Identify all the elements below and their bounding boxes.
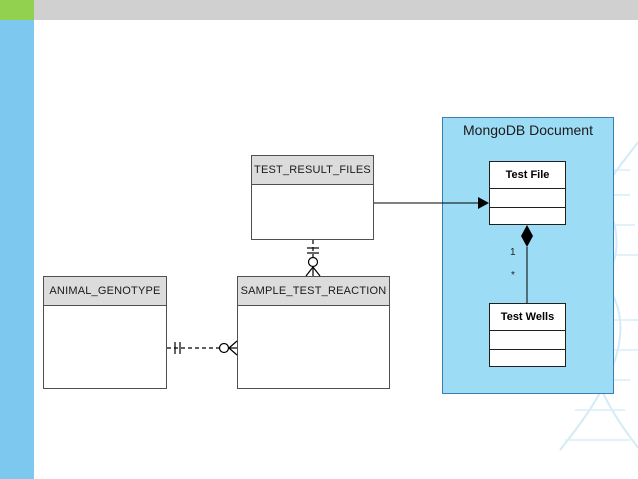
- composition-connector: [521, 225, 533, 303]
- arrow-connector: [374, 197, 489, 209]
- doc-field-row: [490, 189, 565, 208]
- entity-animal-genotype[interactable]: ANIMAL_GENOTYPE: [43, 276, 167, 389]
- relationship-files-reaction: [305, 240, 321, 277]
- mongodb-document-title: MongoDB Document: [463, 122, 593, 138]
- multiplicity-one: 1: [510, 247, 516, 258]
- entity-test-result-files[interactable]: TEST_RESULT_FILES: [251, 155, 374, 240]
- entity-title: TEST_RESULT_FILES: [252, 156, 373, 185]
- entity-title: ANIMAL_GENOTYPE: [44, 277, 166, 306]
- doc-test-wells[interactable]: Test Wells: [489, 303, 566, 367]
- multiplicity-many: *: [511, 270, 515, 281]
- top-bar: [0, 0, 638, 20]
- entity-title: SAMPLE_TEST_REACTION: [238, 277, 389, 306]
- left-sidebar: [0, 20, 34, 479]
- entity-sample-test-reaction[interactable]: SAMPLE_TEST_REACTION: [237, 276, 390, 389]
- doc-field-row: [490, 331, 565, 350]
- doc-title: Test Wells: [490, 304, 565, 331]
- doc-test-file[interactable]: Test File: [489, 161, 566, 225]
- relationship-genotype-reaction: [167, 340, 238, 356]
- corner-accent: [0, 0, 34, 20]
- doc-title: Test File: [490, 162, 565, 189]
